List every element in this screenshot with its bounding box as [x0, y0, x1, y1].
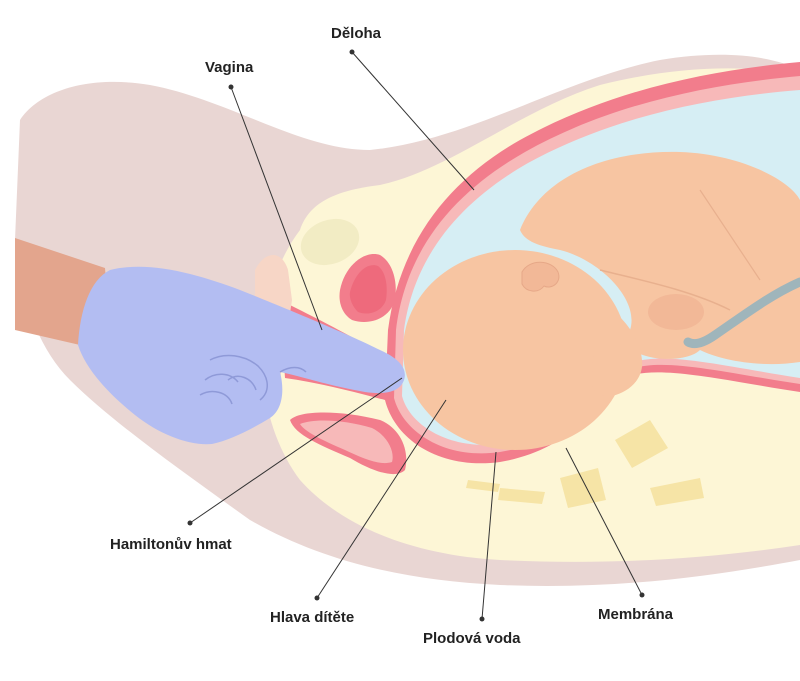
label-fluid: Plodová voda: [423, 630, 521, 647]
dot-head: [314, 595, 320, 601]
fetus-ear: [521, 261, 560, 292]
dot-hamilton: [187, 520, 193, 526]
leader-dots: [187, 49, 645, 622]
fetus-hand: [648, 294, 704, 330]
leader-membrane: [565, 447, 643, 596]
dot-membrane: [639, 592, 645, 598]
leader-fluid: [481, 451, 497, 620]
rectum-fold-inner: [349, 265, 387, 314]
label-vagina: Vagina: [205, 59, 254, 76]
leader-head: [316, 399, 447, 599]
dot-fluid: [479, 616, 485, 622]
dot-uterus: [349, 49, 355, 55]
gloved-hand: [78, 266, 405, 445]
label-head: Hlava dítěte: [270, 609, 355, 626]
fetus-body: [520, 151, 800, 365]
dot-vagina: [228, 84, 234, 90]
umbilical-cord: [683, 277, 800, 349]
fetus-head: [403, 250, 627, 450]
label-membrane: Membrána: [598, 606, 674, 623]
label-uterus: Děloha: [331, 25, 382, 42]
glove-contours: [199, 354, 307, 405]
label-hamilton: Hamiltonův hmat: [110, 536, 232, 553]
leader-hamilton: [189, 377, 403, 524]
leader-lines: [189, 51, 643, 620]
leader-uterus: [351, 51, 475, 191]
fetus-contour: [599, 269, 731, 311]
pelvic-bones: [466, 420, 704, 508]
leader-vagina: [230, 86, 323, 331]
fetus-face: [591, 300, 643, 397]
fetus-contour-2: [699, 189, 761, 281]
bladder: [300, 218, 360, 266]
perineum-fold-inner: [300, 420, 393, 464]
